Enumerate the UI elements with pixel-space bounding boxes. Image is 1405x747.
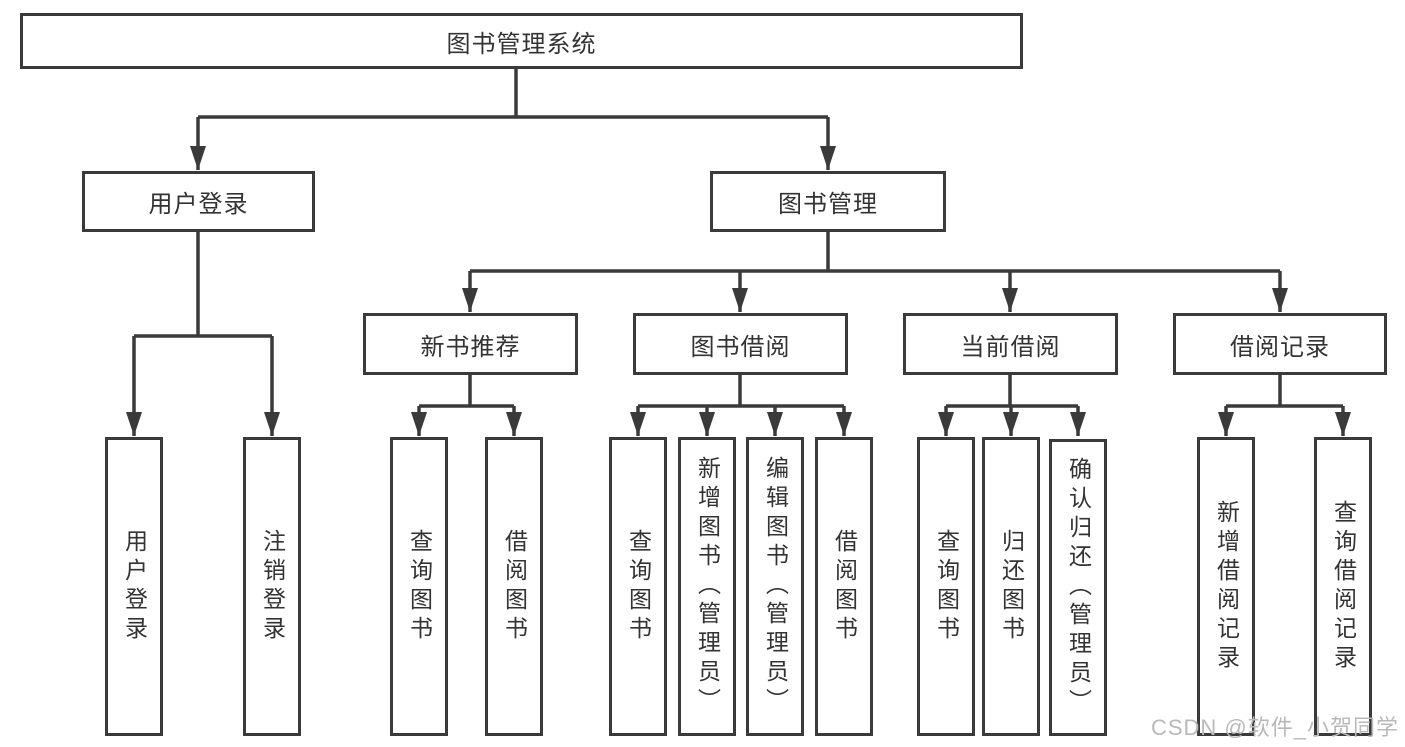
node-book-management: 图书管理 [710, 171, 946, 232]
connector-current-trunk [946, 375, 1078, 408]
leaf-current-return-books: 归还图书 [982, 437, 1040, 736]
node-borrowing-records: 借阅记录 [1173, 313, 1387, 375]
leaf-logout: 注销登录 [243, 437, 301, 736]
leaf-records-add-record: 新增借阅记录 [1197, 437, 1255, 736]
connector-root-trunk [198, 69, 828, 119]
leaf-recommend-query-books: 查询图书 [390, 437, 448, 736]
node-new-book-recommend: 新书推荐 [363, 313, 578, 375]
leaf-borrow-add-book-admin: 新增图书（管理员） [678, 437, 736, 736]
leaf-user-login: 用户登录 [105, 437, 163, 736]
connector-user-trunk [134, 232, 272, 338]
leaf-records-query-record: 查询借阅记录 [1314, 437, 1372, 736]
connector-borrow-trunk [638, 375, 844, 408]
leaf-borrow-query-books: 查询图书 [609, 437, 667, 736]
leaf-borrow-edit-book-admin: 编辑图书（管理员） [746, 437, 804, 736]
node-library-management-system: 图书管理系统 [20, 13, 1023, 69]
connector-records-trunk [1226, 375, 1343, 408]
leaf-current-query-books: 查询图书 [917, 437, 975, 736]
leaf-recommend-borrow-books: 借阅图书 [485, 437, 543, 736]
connector-recommend-trunk [419, 375, 514, 408]
leaf-borrow-borrow-books: 借阅图书 [815, 437, 873, 736]
watermark: CSDN @软件_小贺同学 [1150, 715, 1399, 740]
node-book-borrowing: 图书借阅 [633, 313, 848, 375]
node-user-login: 用户登录 [82, 171, 315, 232]
leaf-current-confirm-return-admin: 确认归还（管理员） [1049, 439, 1107, 736]
node-current-borrowing: 当前借阅 [903, 313, 1118, 375]
connector-bookmgmt-trunk [470, 232, 1280, 273]
